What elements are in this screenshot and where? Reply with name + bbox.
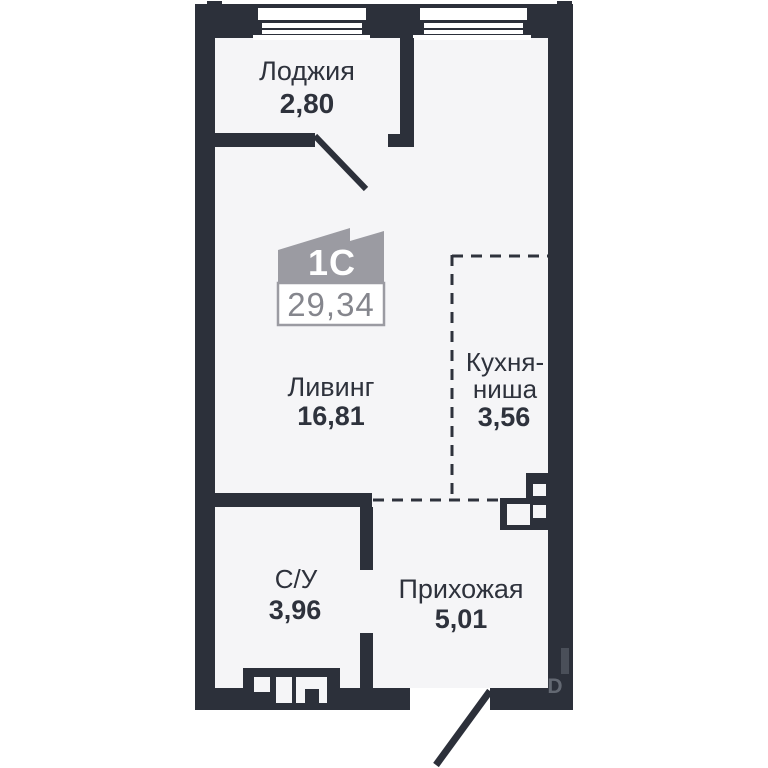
badge-banner — [278, 228, 384, 283]
living-name: Ливинг — [288, 372, 375, 402]
window-right-sill — [413, 35, 531, 40]
bathroom-right-wall-upper — [360, 507, 373, 570]
shaft-duct-small-top — [533, 484, 546, 496]
bathroom-right-wall-lower — [360, 633, 373, 688]
room-labels: Лоджия 2,80 Ливинг 16,81 Кухня- ниша 3,5… — [259, 56, 544, 634]
bathroom-top-wall — [215, 493, 372, 507]
loggia-right-wall — [400, 38, 414, 147]
window-left — [253, 8, 370, 40]
window-left-pane — [258, 8, 366, 20]
window-right-mullion-2 — [424, 30, 523, 34]
loggia-right-wall-foot — [388, 134, 414, 147]
dashed-boundaries — [373, 254, 548, 502]
apartment-type-badge: 1С 29,34 — [276, 228, 386, 327]
kitchen-name-line1: Кухня- — [466, 347, 544, 377]
wall-bottom-right-segment — [490, 688, 573, 710]
developer-watermark: D — [547, 648, 569, 698]
shaft-duct-large — [507, 504, 530, 525]
bathroom-name: С/У — [275, 564, 318, 594]
window-right-pane — [420, 8, 527, 20]
window-left-sill — [253, 35, 370, 40]
window-left-mullion-2 — [262, 30, 362, 34]
wall-left — [195, 4, 215, 710]
wall-top-notch-right — [557, 1, 572, 6]
window-right — [413, 8, 531, 40]
living-area: 16,81 — [297, 401, 365, 431]
kitchen-area: 3,56 — [478, 402, 531, 432]
loggia-bottom-wall — [215, 133, 315, 147]
badge-area-box — [276, 281, 386, 327]
loggia-name: Лоджия — [259, 56, 355, 86]
entrance-door-leaf — [433, 688, 493, 768]
plumbing-duct-1 — [254, 677, 270, 692]
partition-walls — [215, 38, 414, 688]
loggia-door-leaf — [312, 133, 369, 192]
watermark-bar — [561, 648, 569, 674]
hallway-area: 5,01 — [435, 604, 488, 634]
shaft-duct-small-bottom — [533, 505, 546, 518]
bathroom-area: 3,96 — [269, 595, 322, 625]
plumbing-duct-3-tab — [305, 689, 319, 703]
hallway-name: Прихожая — [398, 574, 523, 604]
wall-right — [548, 4, 573, 710]
plumbing-duct-2 — [276, 677, 292, 703]
loggia-area: 2,80 — [280, 88, 335, 119]
window-right-mullion-1 — [424, 23, 523, 28]
ventilation-shaft — [500, 473, 548, 530]
wall-top-notch-left — [207, 1, 222, 6]
badge-total-area: 29,34 — [287, 286, 375, 323]
kitchen-name-line2: ниша — [473, 374, 538, 404]
badge-type-label: 1С — [308, 242, 356, 283]
watermark-letter: D — [547, 675, 562, 698]
window-left-mullion-1 — [262, 23, 362, 28]
plumbing-block — [243, 668, 340, 710]
